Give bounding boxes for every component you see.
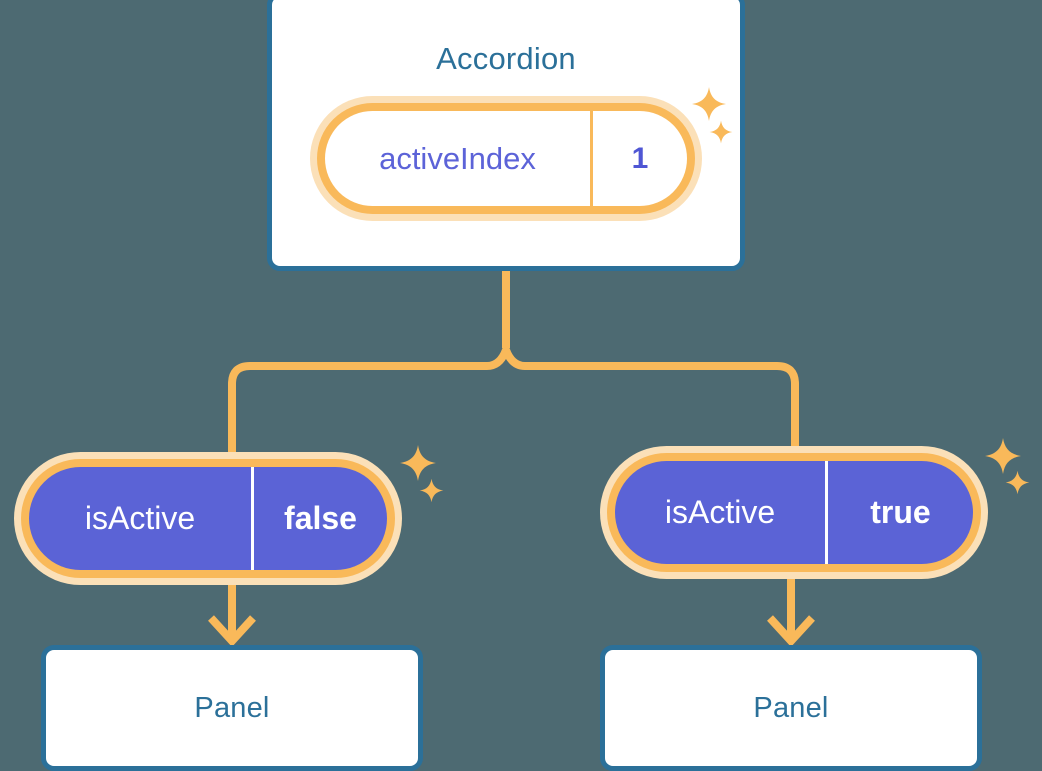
state-badge-body: activeIndex 1 — [325, 111, 687, 206]
panel-right-title: Panel — [753, 691, 829, 724]
panel-left-title: Panel — [194, 691, 270, 724]
sparkle-accordion-small-icon — [709, 120, 733, 144]
state-badge-activeindex[interactable]: activeIndex 1 — [310, 96, 702, 221]
panel-card-right[interactable]: Panel — [600, 645, 982, 771]
state-badge-ring: activeIndex 1 — [317, 103, 695, 214]
prop-badge-right-body: isActive true — [615, 461, 973, 564]
prop-badge-left-key: isActive — [29, 467, 254, 570]
prop-badge-isactive-true[interactable]: isActive true — [600, 446, 988, 579]
sparkle-left-small-icon — [419, 478, 444, 503]
prop-badge-left-ring: isActive false — [21, 459, 395, 578]
prop-badge-right-value: true — [870, 494, 931, 530]
state-badge-value: 1 — [631, 141, 649, 175]
prop-badge-isactive-false[interactable]: isActive false — [14, 452, 402, 585]
prop-badge-right-key: isActive — [615, 461, 828, 564]
arrow-down-left-head — [208, 615, 256, 647]
accordion-title: Accordion — [436, 41, 576, 76]
sparkle-right-large-icon — [985, 438, 1021, 474]
state-badge-key: activeIndex — [325, 111, 593, 206]
prop-badge-left-body: isActive false — [29, 467, 387, 570]
sparkle-left-large-icon — [400, 445, 436, 481]
prop-badge-right-ring: isActive true — [607, 453, 981, 572]
panel-card-left[interactable]: Panel — [41, 645, 423, 771]
sparkle-accordion-large-icon — [692, 87, 726, 121]
arrow-down-right-head — [767, 615, 815, 647]
prop-badge-left-value: false — [284, 500, 357, 536]
sparkle-right-small-icon — [1005, 470, 1030, 495]
